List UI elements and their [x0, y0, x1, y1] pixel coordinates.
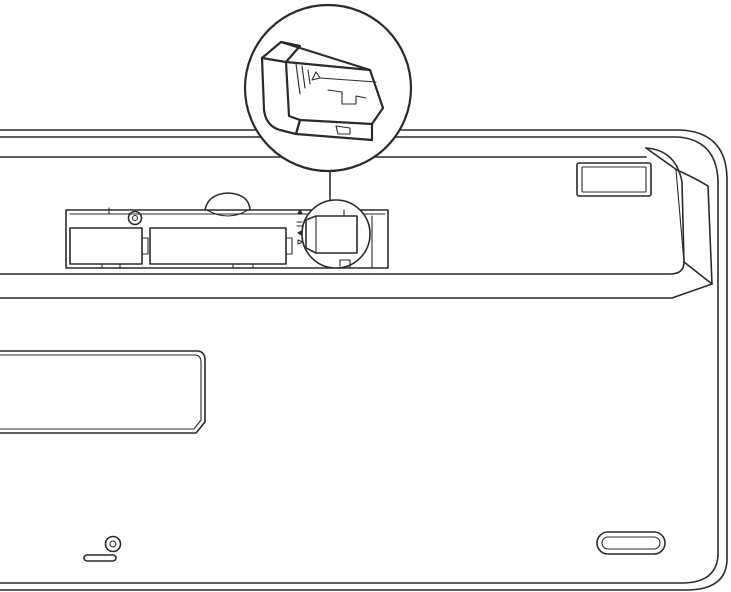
- label-panel: [0, 350, 206, 434]
- battery-right-terminal: [285, 237, 293, 255]
- rubber-foot-icon: [596, 531, 666, 555]
- reset-button-icon: [83, 535, 122, 562]
- keyboard-outer-edge: [0, 129, 728, 591]
- keyboard-inner-edge: [0, 136, 719, 584]
- compartment-screw-inner: [131, 214, 139, 222]
- corner-bevel-side: [707, 185, 713, 285]
- compartment-outline: [65, 209, 389, 269]
- magnifier-source-circle: [301, 199, 371, 269]
- usb-receiver-slot: [301, 199, 373, 269]
- battery-right: [149, 227, 287, 265]
- magnifier-callout-icon: [243, 3, 413, 173]
- tilt-leg-icon: [576, 162, 652, 197]
- corner-bevel-bottom: [683, 261, 713, 285]
- corner-bevel-inner: [675, 169, 685, 263]
- battery-left-terminal: [141, 237, 149, 255]
- corner-bevel-top: [645, 147, 709, 187]
- battery-compartment-icon: [65, 192, 389, 269]
- usb-receiver-icon: [260, 40, 385, 142]
- keyboard-body: [0, 129, 728, 591]
- finger-notch: [204, 192, 251, 211]
- callout-circle: [243, 3, 413, 173]
- top-panel-lower-edge: [0, 283, 713, 299]
- compartment-screw-outer: [127, 210, 143, 226]
- battery-left: [69, 227, 143, 265]
